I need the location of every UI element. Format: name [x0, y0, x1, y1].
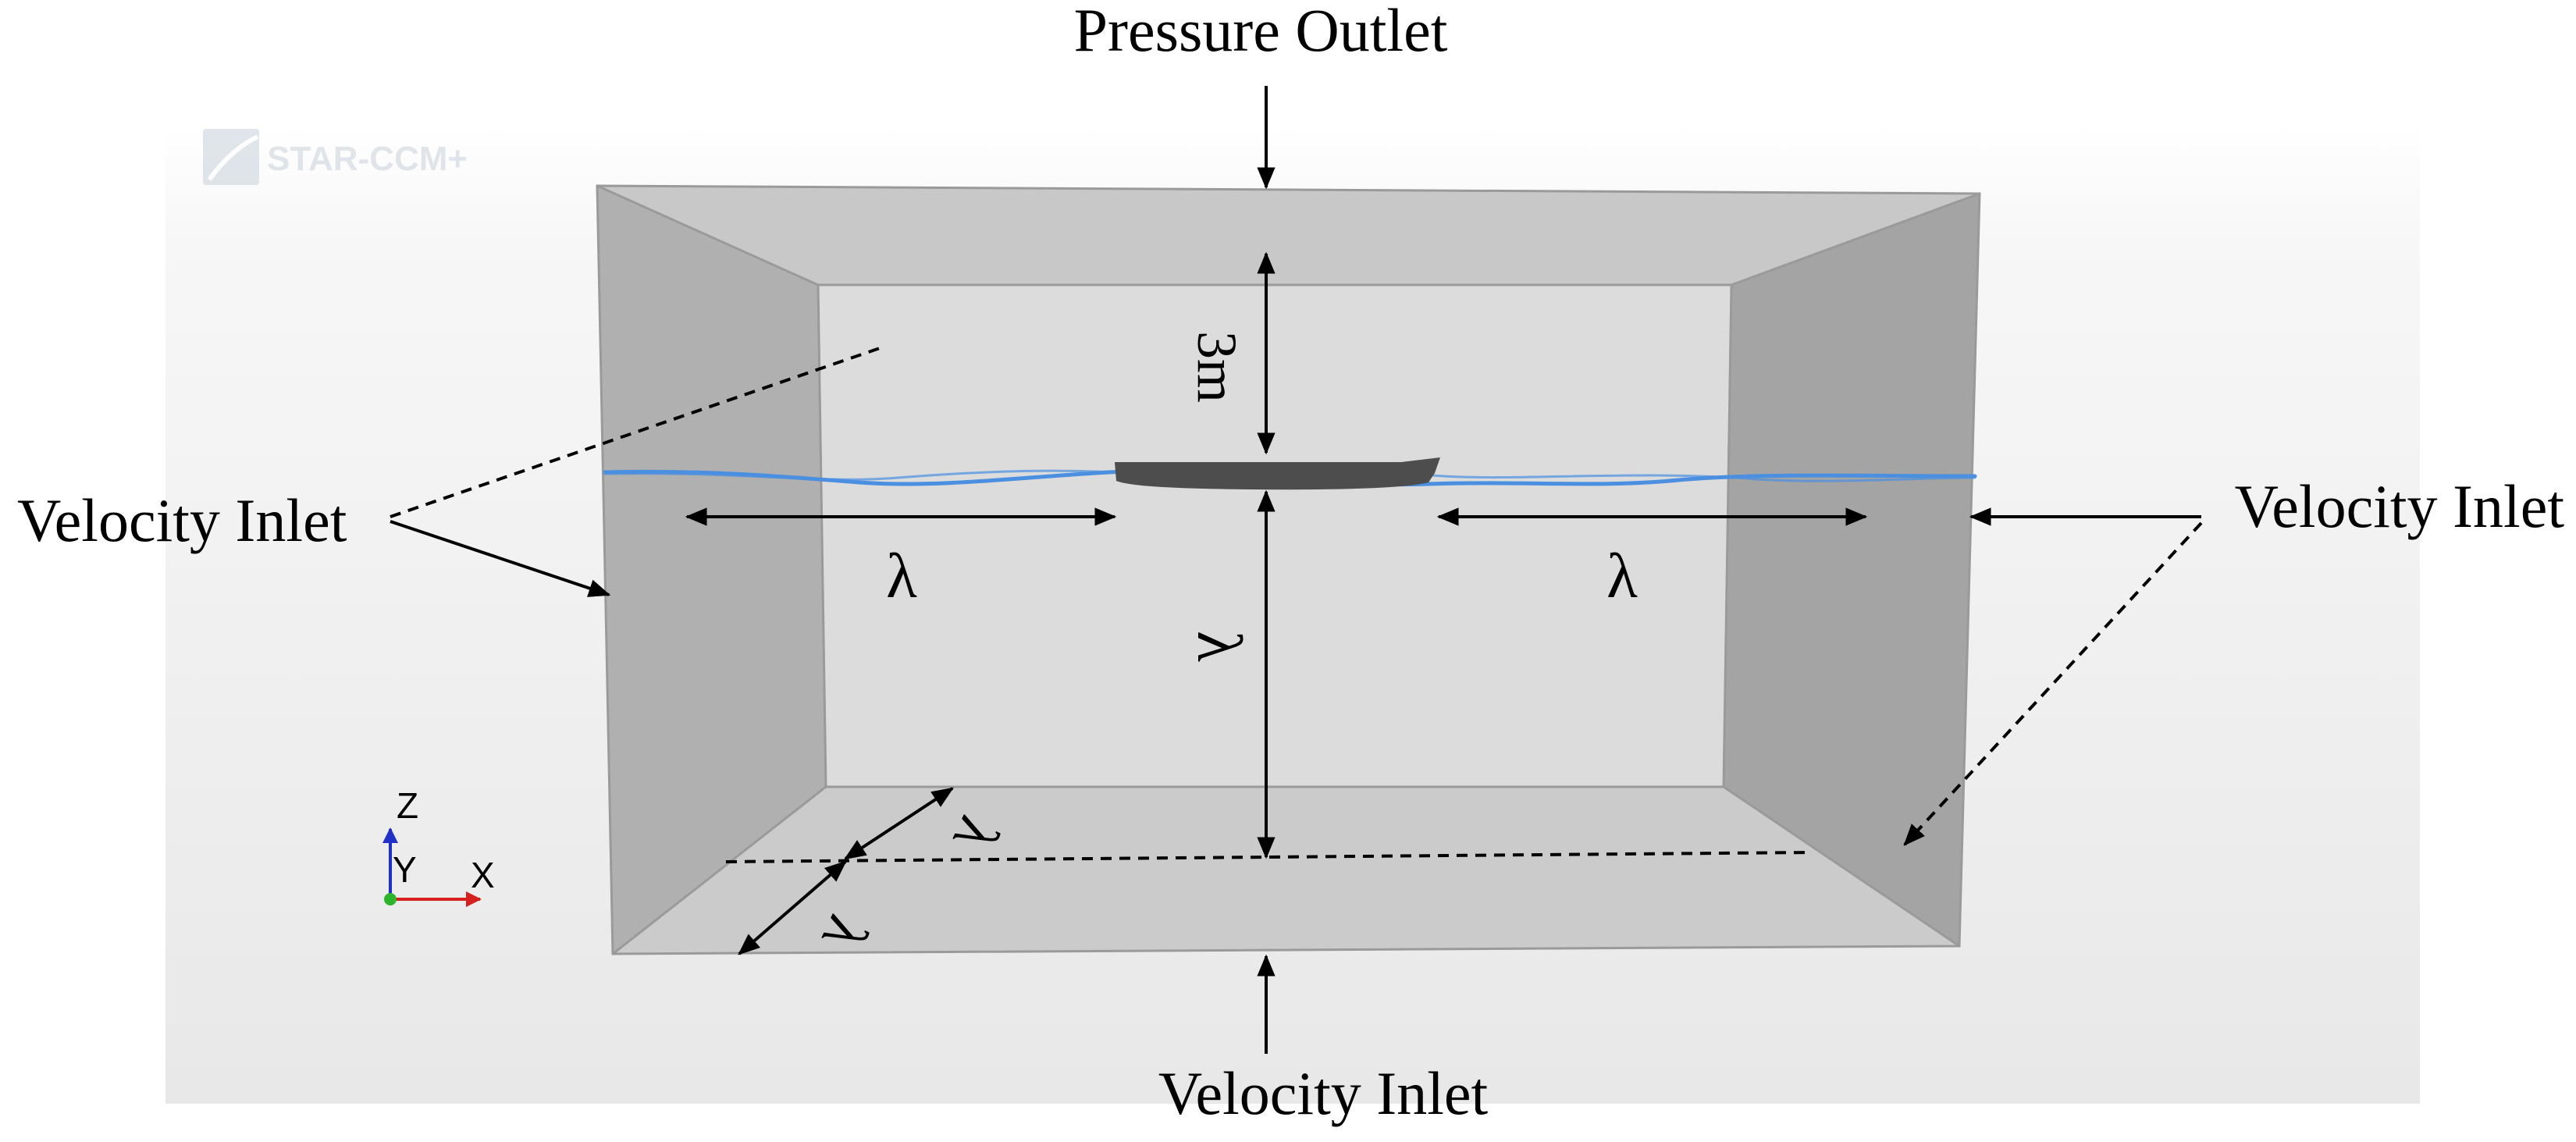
left-boundary-label: Velocity Inlet [17, 486, 347, 554]
depth-below-label: λ [1184, 631, 1255, 662]
downstream-length-label: λ [1606, 540, 1638, 611]
y-axis-dot [384, 893, 397, 905]
left-boundary-arrow [390, 520, 611, 597]
back-wall [818, 285, 1731, 787]
half-width-back-arrow [844, 787, 954, 860]
left-face [597, 186, 826, 954]
y-axis-label: Y [393, 849, 417, 890]
right-boundary-label: Velocity Inlet [2235, 472, 2565, 540]
bottom-boundary-label: Velocity Inlet [1158, 1059, 1489, 1127]
z-axis-label: Z [397, 785, 418, 826]
dimension-arrows [390, 86, 2201, 1054]
x-axis-label: X [471, 855, 495, 895]
top-boundary-label: Pressure Outlet [1074, 0, 1448, 64]
right-face [1724, 194, 1980, 946]
upstream-length-label: λ [886, 540, 917, 611]
right-dashed-leader [1903, 521, 2203, 846]
axis-triad: Z Y X [382, 785, 495, 907]
half-width-front-arrow [738, 860, 847, 955]
centerline-dashed [725, 851, 1812, 863]
ship-hull [1115, 457, 1440, 490]
top-face [597, 186, 1980, 285]
logo-text: STAR-CCM+ [267, 140, 468, 178]
dashed-leaders [390, 346, 2203, 863]
star-ccm-logo: STAR-CCM+ [203, 129, 468, 185]
top-gap-label: 3m [1186, 331, 1248, 403]
domain-box [596, 184, 1981, 955]
left-dashed-leader [390, 346, 883, 518]
